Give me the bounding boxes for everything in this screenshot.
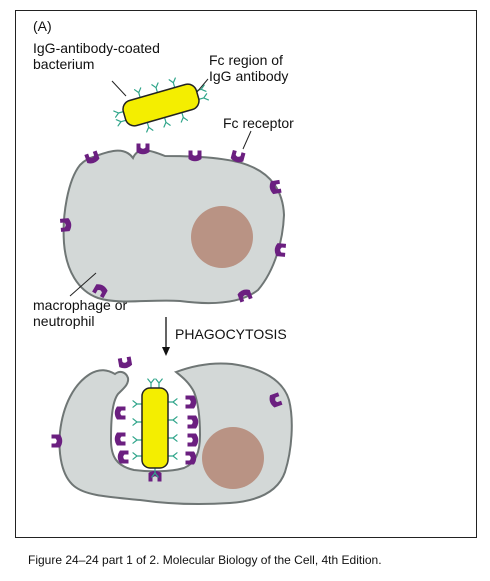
fc-receptor: [137, 144, 150, 155]
bacterium-label-line2: bacterium: [33, 57, 94, 72]
bacterium-label-line1: IgG-antibody-coated: [33, 41, 160, 56]
fc-receptor: [52, 435, 63, 448]
fc-receptor: [188, 416, 199, 429]
figure-caption: Figure 24–24 part 1 of 2. Molecular Biol…: [28, 553, 382, 567]
fc-receptor: [189, 151, 202, 162]
fc-receptor: [115, 433, 126, 446]
fc-receptor-label: Fc receptor: [223, 116, 294, 131]
fc-region-label-line1: Fc region of: [209, 53, 283, 68]
cell-nucleus: [191, 206, 253, 268]
fc-receptor: [118, 451, 129, 464]
igg-coated-bacterium: [110, 71, 212, 139]
fc-receptor: [188, 434, 199, 447]
fc-receptor: [115, 407, 126, 420]
fc-receptor-leader-line: [243, 131, 251, 149]
macrophage-label-line2: neutrophil: [33, 314, 95, 329]
bacterium-leader-line: [112, 81, 126, 96]
panel-label: (A): [33, 19, 52, 34]
fc-receptor: [186, 396, 197, 409]
phagocytosis-arrow: [162, 317, 170, 356]
fc-receptor: [118, 356, 133, 369]
cell-nucleus-engulfing: [202, 427, 264, 489]
phagocytosis-label: PHAGOCYTOSIS: [175, 327, 287, 342]
engulfed-bacterium: [133, 379, 177, 477]
macrophage-label-line1: macrophage or: [33, 298, 127, 313]
fc-receptor: [186, 452, 197, 465]
fc-region-label-line2: IgG antibody: [209, 69, 288, 84]
macrophage-cell-engulfing: [60, 363, 292, 504]
